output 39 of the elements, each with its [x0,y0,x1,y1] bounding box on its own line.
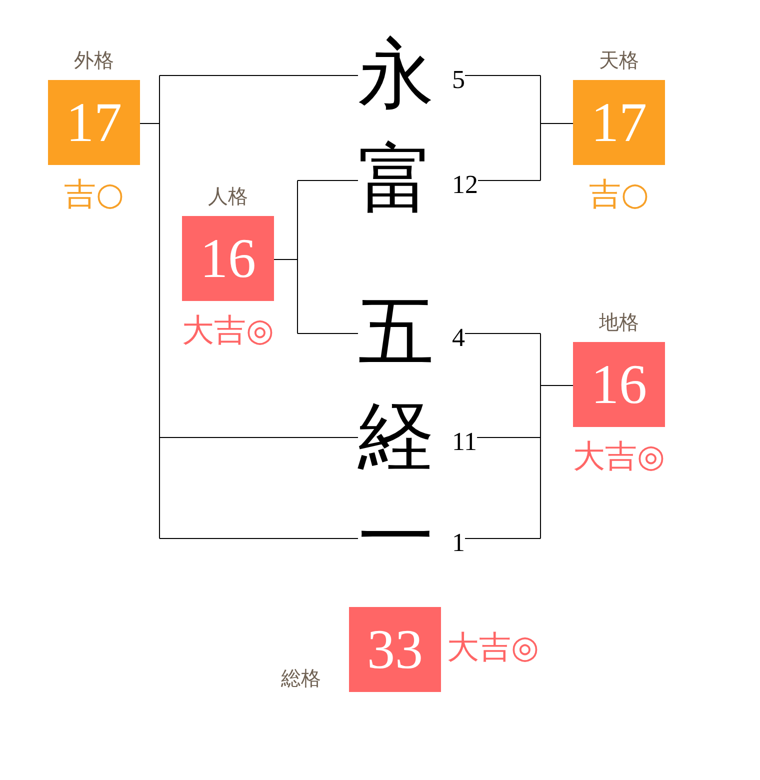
bracket-line [478,180,541,181]
stroke-count: 12 [452,170,478,200]
score-heading: 人格 [208,184,248,208]
name-character: 永 [358,33,434,117]
score-heading: 天格 [599,48,639,72]
bracket-line [476,437,541,438]
score-box: 17 [573,80,665,165]
bracket-line [159,538,358,539]
stroke-count: 1 [452,528,465,558]
score-heading: 総格 [281,666,321,690]
bracket-line [159,75,358,76]
bracket-line [159,437,358,438]
fortune-rating: 大吉◎ [447,629,539,665]
name-character: 一 [358,496,434,580]
fortune-rating: 吉○ [589,176,649,212]
score-box: 16 [573,342,665,427]
score-box: 33 [349,607,441,692]
fortune-rating: 吉○ [64,176,124,212]
bracket-line [140,75,160,539]
score-heading: 外格 [74,48,114,72]
name-character: 五 [358,291,434,375]
bracket-line [464,333,541,334]
bracket-line [540,333,574,539]
stroke-count: 11 [452,427,478,457]
stroke-count: 4 [452,323,465,353]
name-character: 富 [358,138,434,222]
fortune-rating: 大吉◎ [573,438,665,474]
bracket-line [464,75,541,76]
name-character: 経 [358,395,434,479]
bracket-line [464,538,541,539]
bracket-line [540,75,574,181]
fortune-rating: 大吉◎ [182,312,274,348]
score-heading: 地格 [599,310,639,334]
score-box: 16 [182,216,274,301]
score-box: 17 [48,80,140,165]
bracket-line [274,180,298,334]
stroke-count: 5 [452,65,465,95]
bracket-line [297,180,358,181]
bracket-line [297,333,358,334]
